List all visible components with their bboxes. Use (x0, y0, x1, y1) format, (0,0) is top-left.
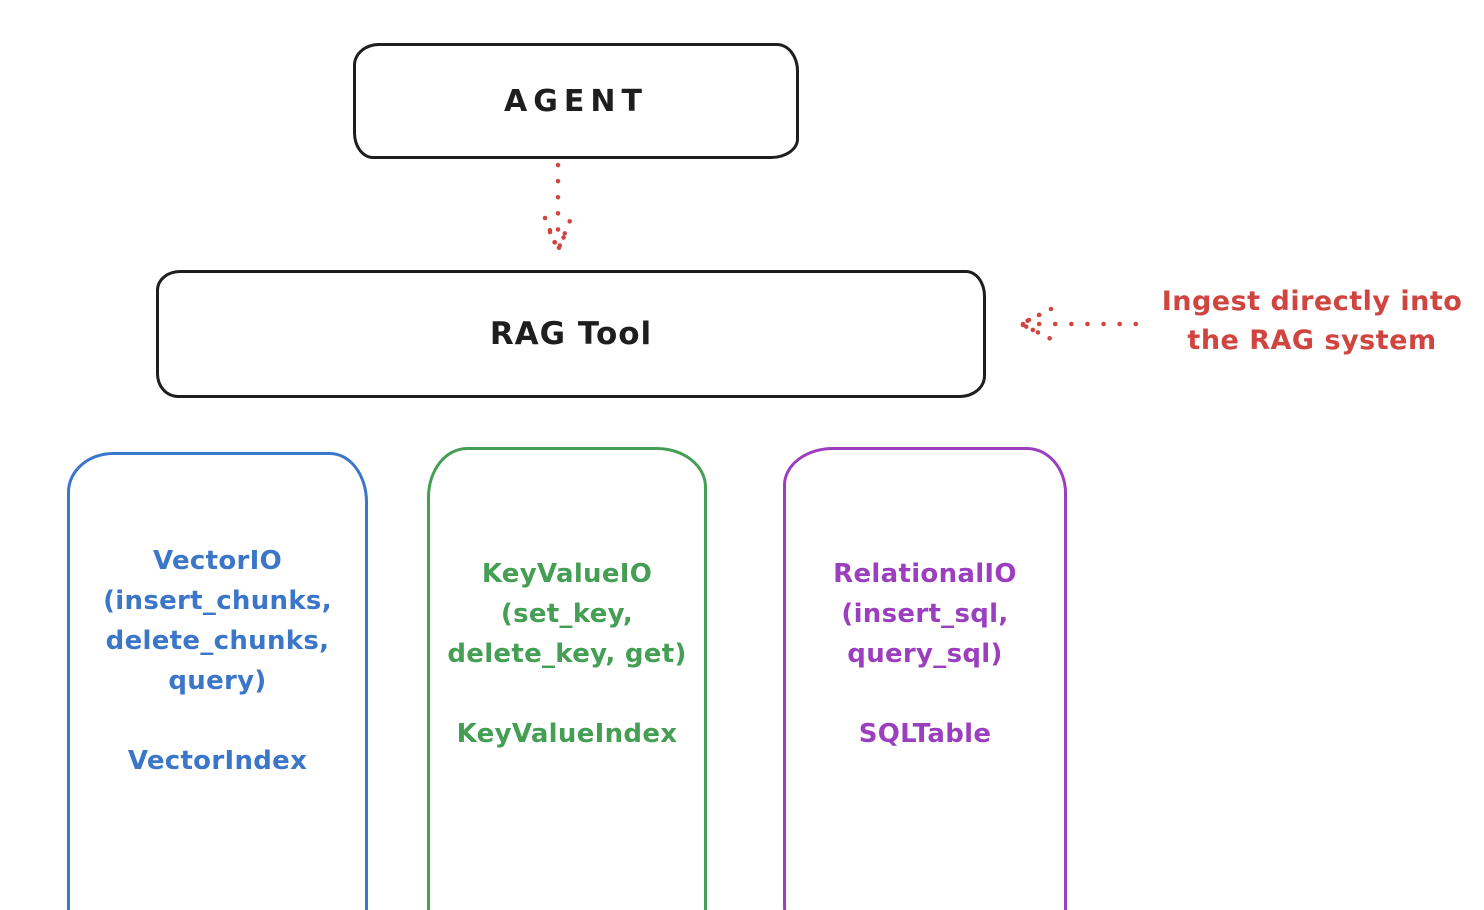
keyvalueio-card: KeyValueIO (set_key, delete_key, get) Ke… (427, 447, 707, 910)
dotted-arrow-down-icon (542, 162, 574, 256)
rag-tool-node: RAG Tool (156, 270, 986, 398)
text-line: delete_chunks, (105, 626, 330, 656)
vectorio-card: VectorIO (insert_chunks, delete_chunks, … (67, 452, 368, 910)
rag-tool-label: RAG Tool (489, 316, 653, 352)
agent-label: AGENT (504, 83, 648, 119)
annotation-line-2: the RAG system (1187, 325, 1437, 356)
agent-node: AGENT (353, 43, 799, 159)
keyvalueio-signature: KeyValueIO (set_key, delete_key, get) (447, 554, 686, 674)
dotted-arrow-left-icon (1015, 306, 1144, 342)
text-line: query) (168, 666, 267, 696)
relationalio-signature: RelationalIO (insert_sql, query_sql) (833, 554, 1017, 674)
text-line: (insert_sql, (841, 599, 1009, 629)
text-line: VectorIO (152, 546, 283, 576)
text-line: (insert_chunks, (103, 586, 332, 616)
vectorio-signature: VectorIO (insert_chunks, delete_chunks, … (103, 541, 332, 701)
annotation-line-1: Ingest directly into (1161, 286, 1463, 317)
text-line: RelationalIO (833, 559, 1017, 589)
keyvalueio-index-label: KeyValueIndex (456, 719, 678, 749)
text-line: query_sql) (847, 639, 1003, 669)
text-line: delete_key, get) (447, 639, 687, 669)
text-line: KeyValueIO (481, 559, 653, 589)
relationalio-card: RelationalIO (insert_sql, query_sql) SQL… (783, 447, 1067, 910)
vectorio-index-label: VectorIndex (127, 746, 308, 776)
ingest-annotation: Ingest directly into the RAG system (1140, 282, 1484, 360)
relationalio-index-label: SQLTable (858, 719, 992, 749)
text-line: (set_key, (500, 599, 634, 629)
